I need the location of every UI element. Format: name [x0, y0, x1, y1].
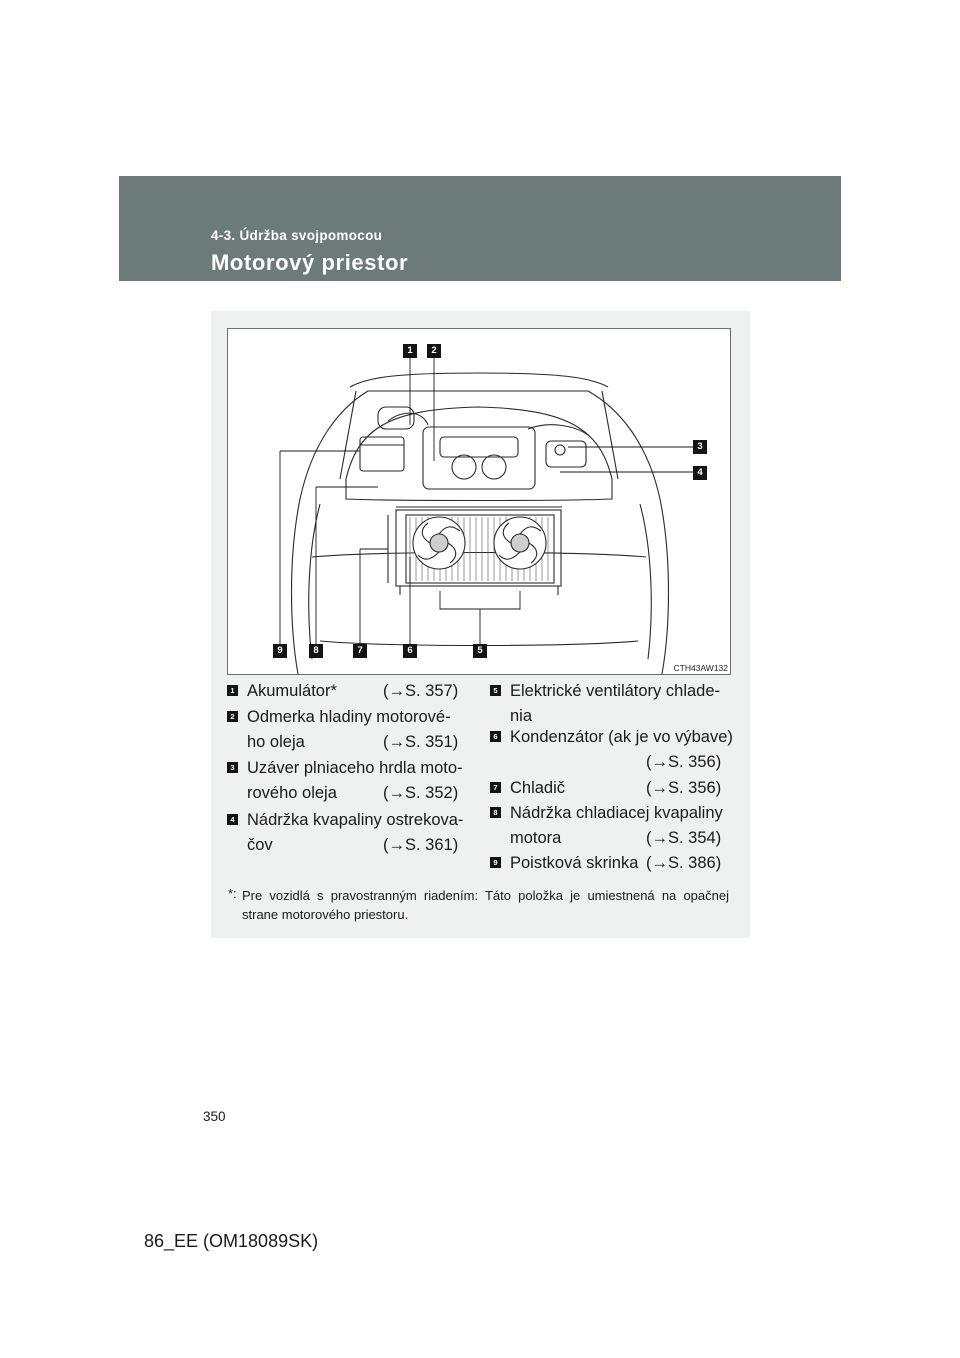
callout-6: 6 — [403, 644, 417, 658]
legend-item-9: 9 Poistková skrinka (→S. 386) — [490, 851, 740, 876]
legend-ref-6: (→S. 356) — [646, 753, 722, 771]
legend-number-6: 6 — [490, 731, 501, 742]
legend-number-7: 7 — [490, 782, 501, 793]
legend-item-1: 1 Akumulátor* (→S. 357) — [227, 679, 477, 704]
legend-item-2: 2 Odmerka hladiny motorové- ho oleja (→S… — [227, 705, 477, 755]
legend-label-4-line-1: Nádržka kvapaliny ostrekova- — [247, 811, 464, 829]
callout-9: 9 — [273, 644, 287, 658]
legend-item-4: 4 Nádržka kvapaliny ostrekova- čov (→S. … — [227, 808, 477, 858]
legend-label-3-line-2: rového oleja — [247, 784, 337, 802]
legend-number-5: 5 — [490, 685, 501, 696]
footnote-text: Pre vozidlá s pravostranným riadením: Tá… — [242, 888, 729, 922]
legend-ref-2: (→S. 351) — [383, 733, 459, 751]
callout-3: 3 — [693, 440, 707, 454]
legend-number-3: 3 — [227, 762, 238, 773]
callout-4: 4 — [693, 466, 707, 480]
legend-label-5-line-1: Elektrické ventilátory chlade- — [510, 682, 721, 700]
chapter-header-band: 4-3. Údržba svojpomocou Motorový priesto… — [119, 176, 841, 281]
legend-item-8: 8 Nádržka chladiacej kvapaliny motora (→… — [490, 801, 740, 851]
legend-label-8-line-1: Nádržka chladiacej kvapaliny — [510, 804, 723, 822]
legend-number-9: 9 — [490, 857, 501, 868]
image-code: CTH43AW132 — [673, 663, 728, 673]
legend-label-2-line-2: ho oleja — [247, 733, 305, 751]
legend-number-1: 1 — [227, 685, 238, 696]
legend-ref-3: (→S. 352) — [383, 784, 459, 802]
content-panel: 1 2 3 4 5 6 7 8 9 CTH43AW132 1 Akumuláto… — [211, 311, 750, 938]
legend-number-8: 8 — [490, 807, 501, 818]
legend-label-6: Kondenzátor (ak je vo výbave) — [510, 728, 733, 746]
callout-1: 1 — [403, 344, 417, 358]
legend-number-4: 4 — [227, 814, 238, 825]
legend-ref-7: (→S. 356) — [646, 779, 722, 797]
page-title: Motorový priestor — [211, 250, 409, 275]
legend-ref-9: (→S. 386) — [646, 854, 722, 872]
legend-label-9: Poistková skrinka — [510, 854, 639, 872]
legend-label-3-line-1: Uzáver plniaceho hrdla moto- — [247, 759, 463, 777]
legend-number-2: 2 — [227, 711, 238, 722]
legend-label-7: Chladič — [510, 779, 566, 797]
engine-illustration — [279, 358, 700, 674]
legend-ref-4: (→S. 361) — [383, 836, 459, 854]
legend-label-2-line-1: Odmerka hladiny motorové- — [247, 708, 451, 726]
page-number: 350 — [203, 1109, 226, 1124]
legend-item-6: 6 Kondenzátor (ak je vo výbave) (→S. 356… — [490, 725, 740, 775]
section-label: 4-3. Údržba svojpomocou — [211, 228, 383, 243]
legend-ref-8: (→S. 354) — [646, 829, 722, 847]
legend-label-8-line-2: motora — [510, 829, 562, 847]
legend-label-5-line-2: nia — [510, 707, 533, 725]
legend-item-7: 7 Chladič (→S. 356) — [490, 776, 740, 801]
legend-item-3: 3 Uzáver plniaceho hrdla moto- rového ol… — [227, 756, 477, 806]
engine-compartment-figure: 1 2 3 4 5 6 7 8 9 CTH43AW132 — [227, 328, 731, 675]
callout-2: 2 — [427, 344, 441, 358]
callout-7: 7 — [353, 644, 367, 658]
callout-5: 5 — [473, 644, 487, 658]
footnote-mark: *: — [228, 886, 237, 901]
document-code: 86_EE (OM18089SK) — [144, 1231, 319, 1251]
legend-ref-1: (→S. 357) — [383, 682, 459, 700]
callout-8: 8 — [309, 644, 323, 658]
legend-label-4-line-2: čov — [247, 836, 273, 854]
legend-item-5: 5 Elektrické ventilátory chlade- nia — [490, 679, 740, 729]
legend-label-1: Akumulátor* — [247, 682, 337, 700]
